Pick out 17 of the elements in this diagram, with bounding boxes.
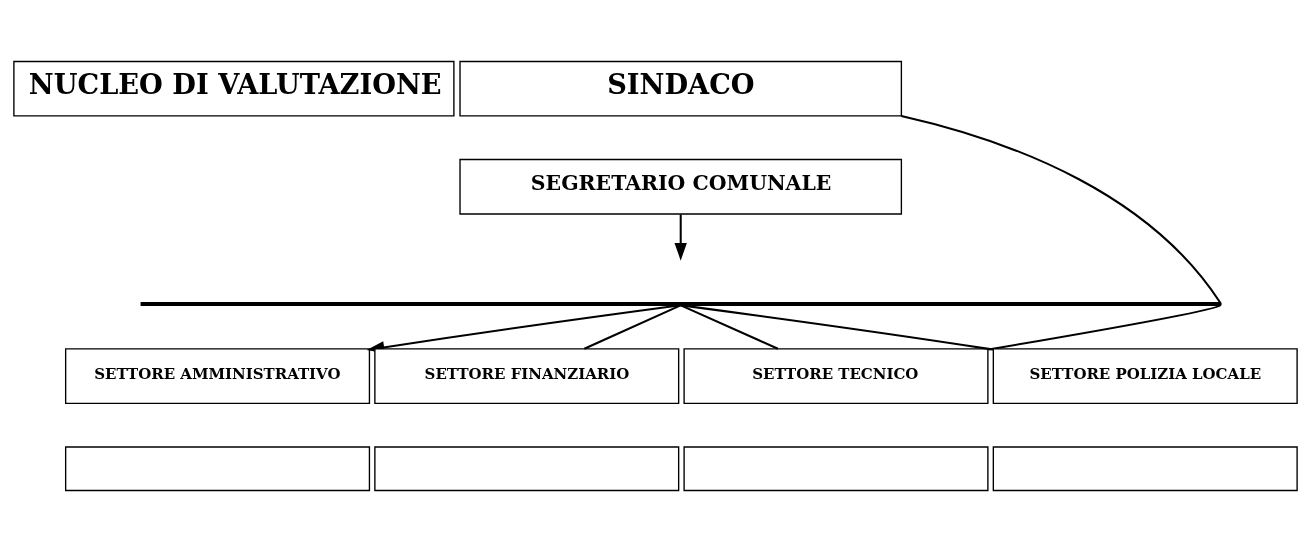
node-box: SINDACO	[459, 60, 903, 117]
node-box	[374, 446, 680, 492]
node-box: SETTORE AMMINISTRATIVO	[64, 348, 371, 405]
node-box	[992, 446, 1298, 492]
connector	[901, 114, 1222, 351]
node-box: NUCLEO DI VALUTAZIONE	[13, 60, 455, 117]
node-box	[683, 446, 989, 492]
connector	[680, 304, 779, 350]
connector	[680, 304, 994, 351]
arrow	[674, 214, 687, 261]
connector	[583, 304, 681, 350]
node-box: SEGRETARIO COMUNALE	[459, 158, 903, 215]
node-box: SETTORE TECNICO	[683, 348, 989, 405]
node-bar	[140, 301, 1221, 306]
node-box	[64, 446, 371, 492]
node-box: SETTORE POLIZIA LOCALE	[992, 348, 1298, 405]
node-box: SETTORE FINANZIARIO	[374, 348, 680, 405]
